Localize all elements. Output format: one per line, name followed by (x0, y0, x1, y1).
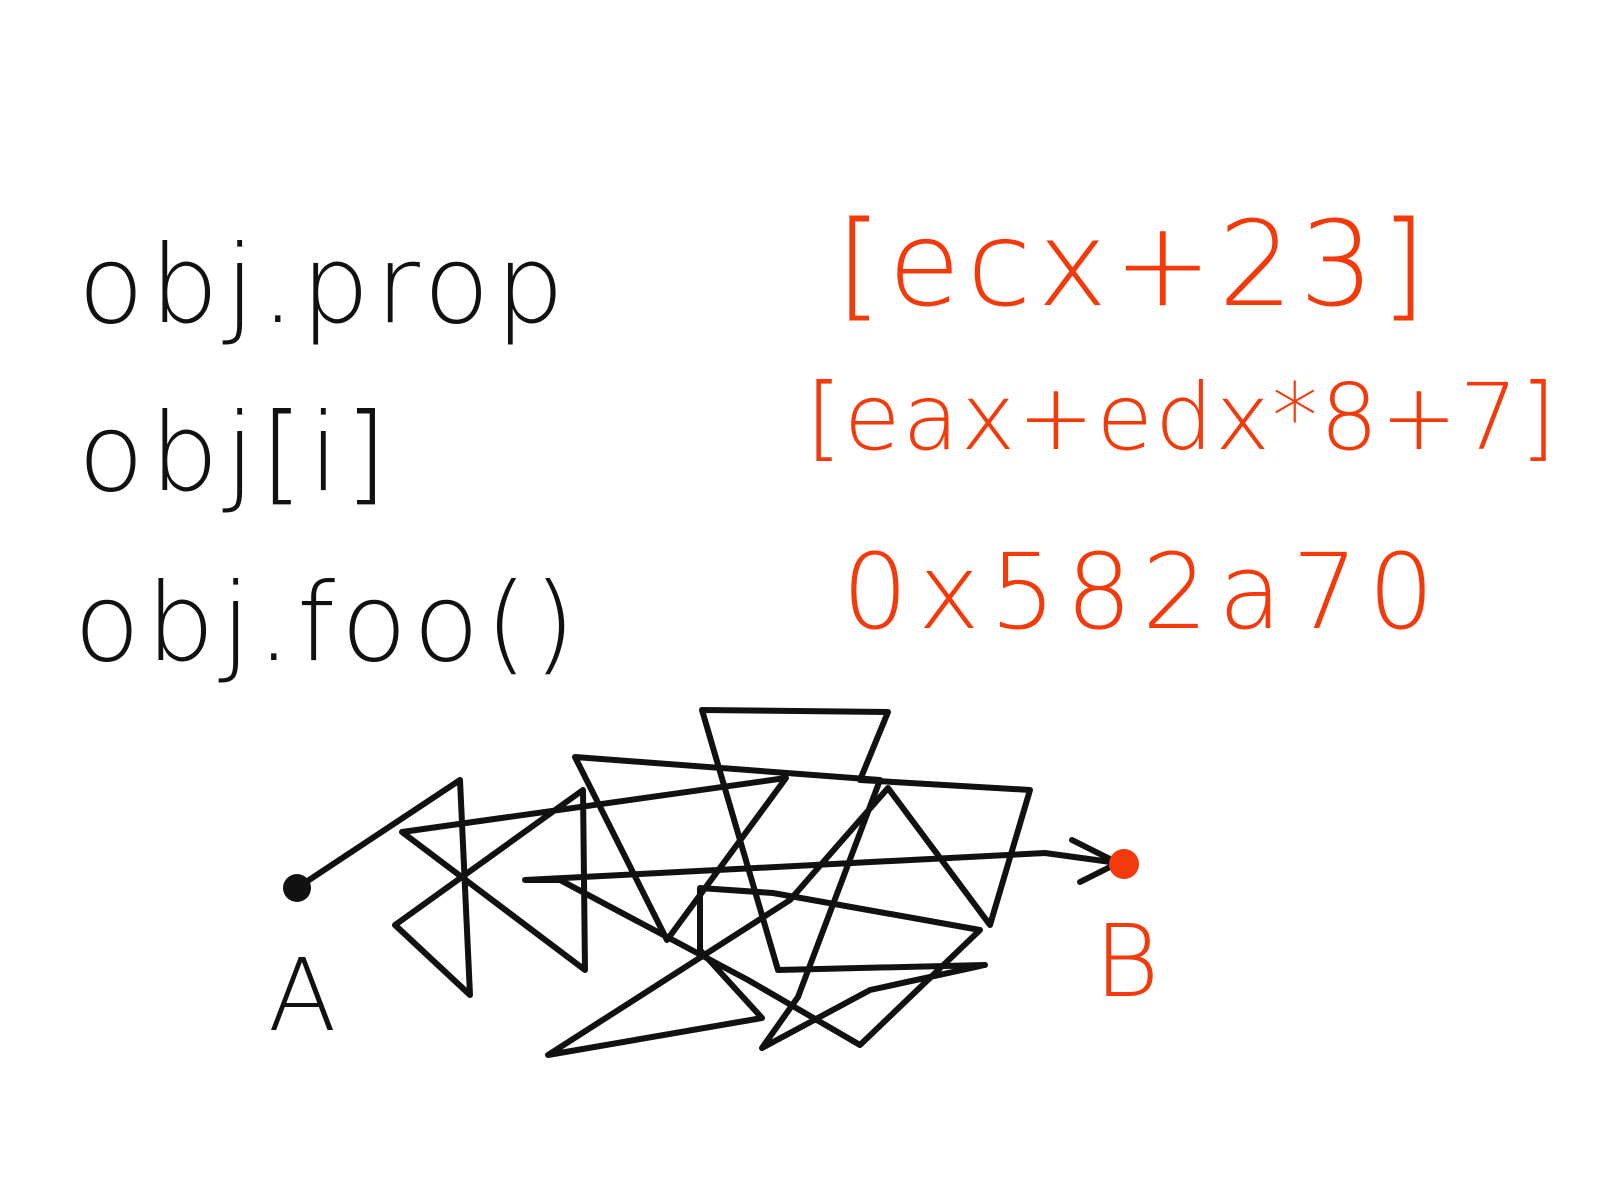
code-line-index-access: obj[i] (78, 391, 393, 516)
asm-line-hex-address: 0x582a70 (842, 531, 1445, 653)
tangled-path-line (294, 707, 1121, 1058)
asm-line-register-offset: [ecx+23] (836, 195, 1433, 333)
start-node-a (283, 874, 311, 902)
end-node-b (1109, 849, 1139, 879)
start-node-label: A (268, 937, 337, 1054)
code-line-property-access: obj.prop (78, 223, 571, 348)
asm-line-scaled-index: [eax+edx*8+7] (806, 364, 1558, 471)
end-node-label: B (1094, 903, 1160, 1020)
code-line-method-call: obj.foo() (74, 561, 582, 686)
